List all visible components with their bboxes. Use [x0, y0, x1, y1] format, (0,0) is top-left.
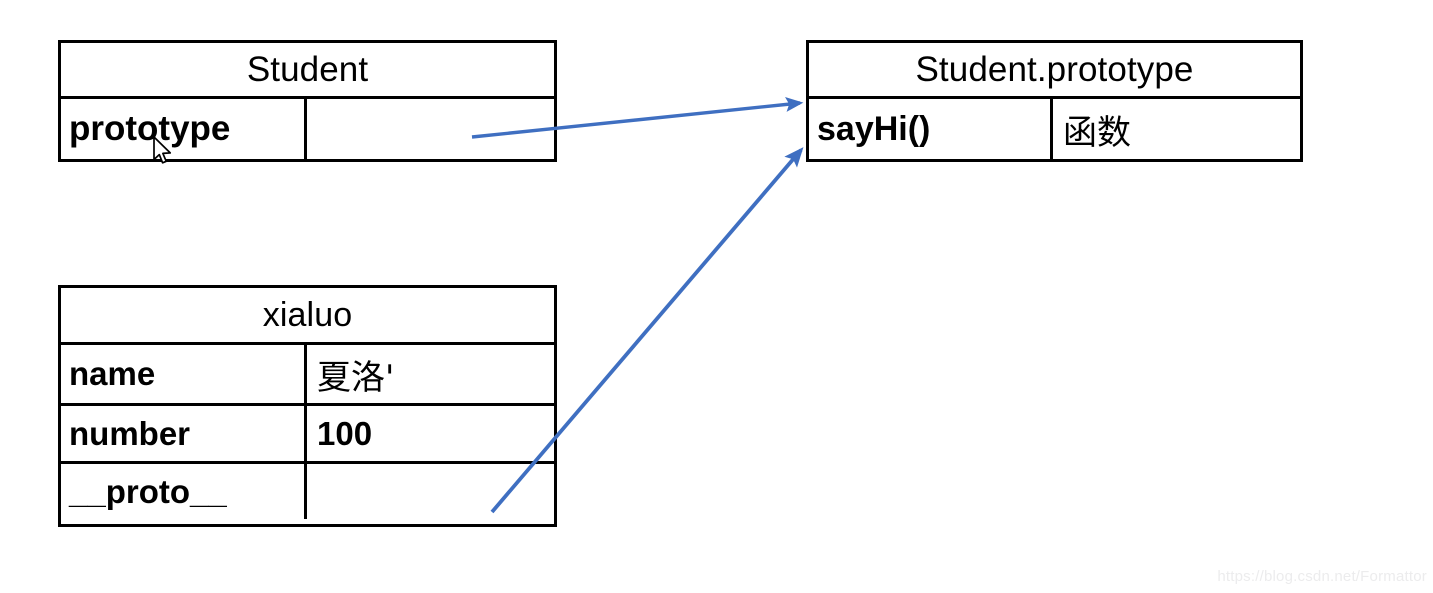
cell-value-name: 夏洛' — [317, 357, 395, 398]
cell-key-prototype: prototype — [61, 99, 307, 159]
table-student-prototype: Student.prototype sayHi() 函数 — [806, 40, 1303, 162]
cell-key-name: name — [61, 345, 307, 403]
table-xialuo: xialuo name 夏洛' number 100 __proto__ — [58, 285, 557, 527]
table-row: __proto__ — [61, 461, 554, 519]
table-student-prototype-header: Student.prototype — [809, 43, 1300, 99]
cell-key-proto: __proto__ — [61, 464, 307, 519]
table-student: Student prototype — [58, 40, 557, 162]
cell-key-sayhi: sayHi() — [809, 99, 1053, 159]
table-row: prototype — [61, 99, 554, 159]
table-student-header: Student — [61, 43, 554, 99]
table-row: sayHi() 函数 — [809, 99, 1300, 159]
cell-value-prototype — [307, 99, 554, 159]
cell-value-sayhi: 函数 — [1063, 113, 1131, 152]
mouse-pointer-icon — [153, 136, 172, 164]
watermark: https://blog.csdn.net/Formattor — [1217, 568, 1427, 585]
table-row: name 夏洛' — [61, 345, 554, 403]
cell-value-number: 100 — [317, 414, 373, 452]
cell-value-proto — [307, 464, 554, 519]
table-xialuo-header: xialuo — [61, 288, 554, 345]
cell-key-number: number — [61, 406, 307, 461]
table-row: number 100 — [61, 403, 554, 461]
